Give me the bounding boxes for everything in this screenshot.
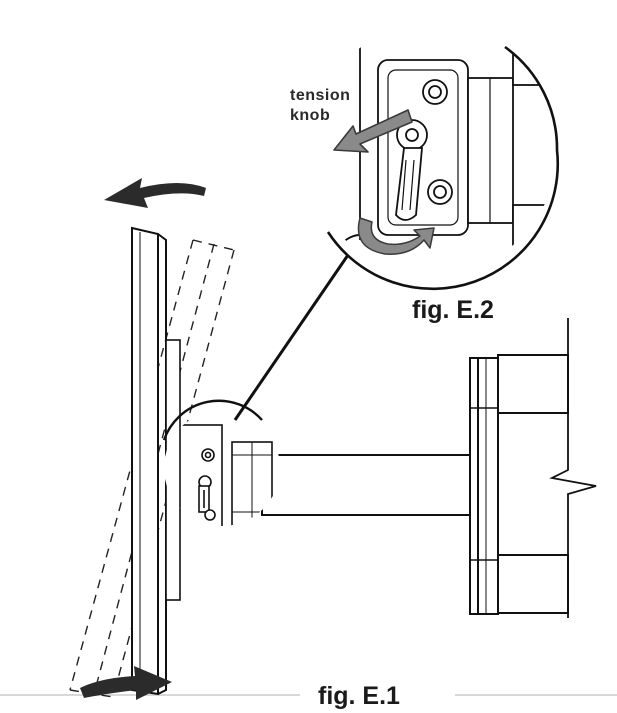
straight-arrow-icon	[333, 109, 413, 153]
wall-line	[549, 318, 597, 618]
circular-arrow-icon	[357, 217, 435, 255]
figure-caption-detail: fig. E.2	[412, 296, 494, 324]
callout-label-line1: tension	[290, 87, 350, 104]
curved-arrow-right-icon	[80, 666, 172, 700]
bracket-detail-small	[162, 399, 280, 526]
figure-caption-main: fig. E.1	[318, 682, 400, 710]
wall-plate	[469, 354, 569, 615]
bracket-detail-large	[307, 25, 559, 291]
leader-line	[233, 254, 350, 421]
callout-label-line2: knob	[290, 107, 330, 124]
mount-arm	[261, 454, 493, 516]
curved-arrow-left-icon	[104, 178, 206, 208]
